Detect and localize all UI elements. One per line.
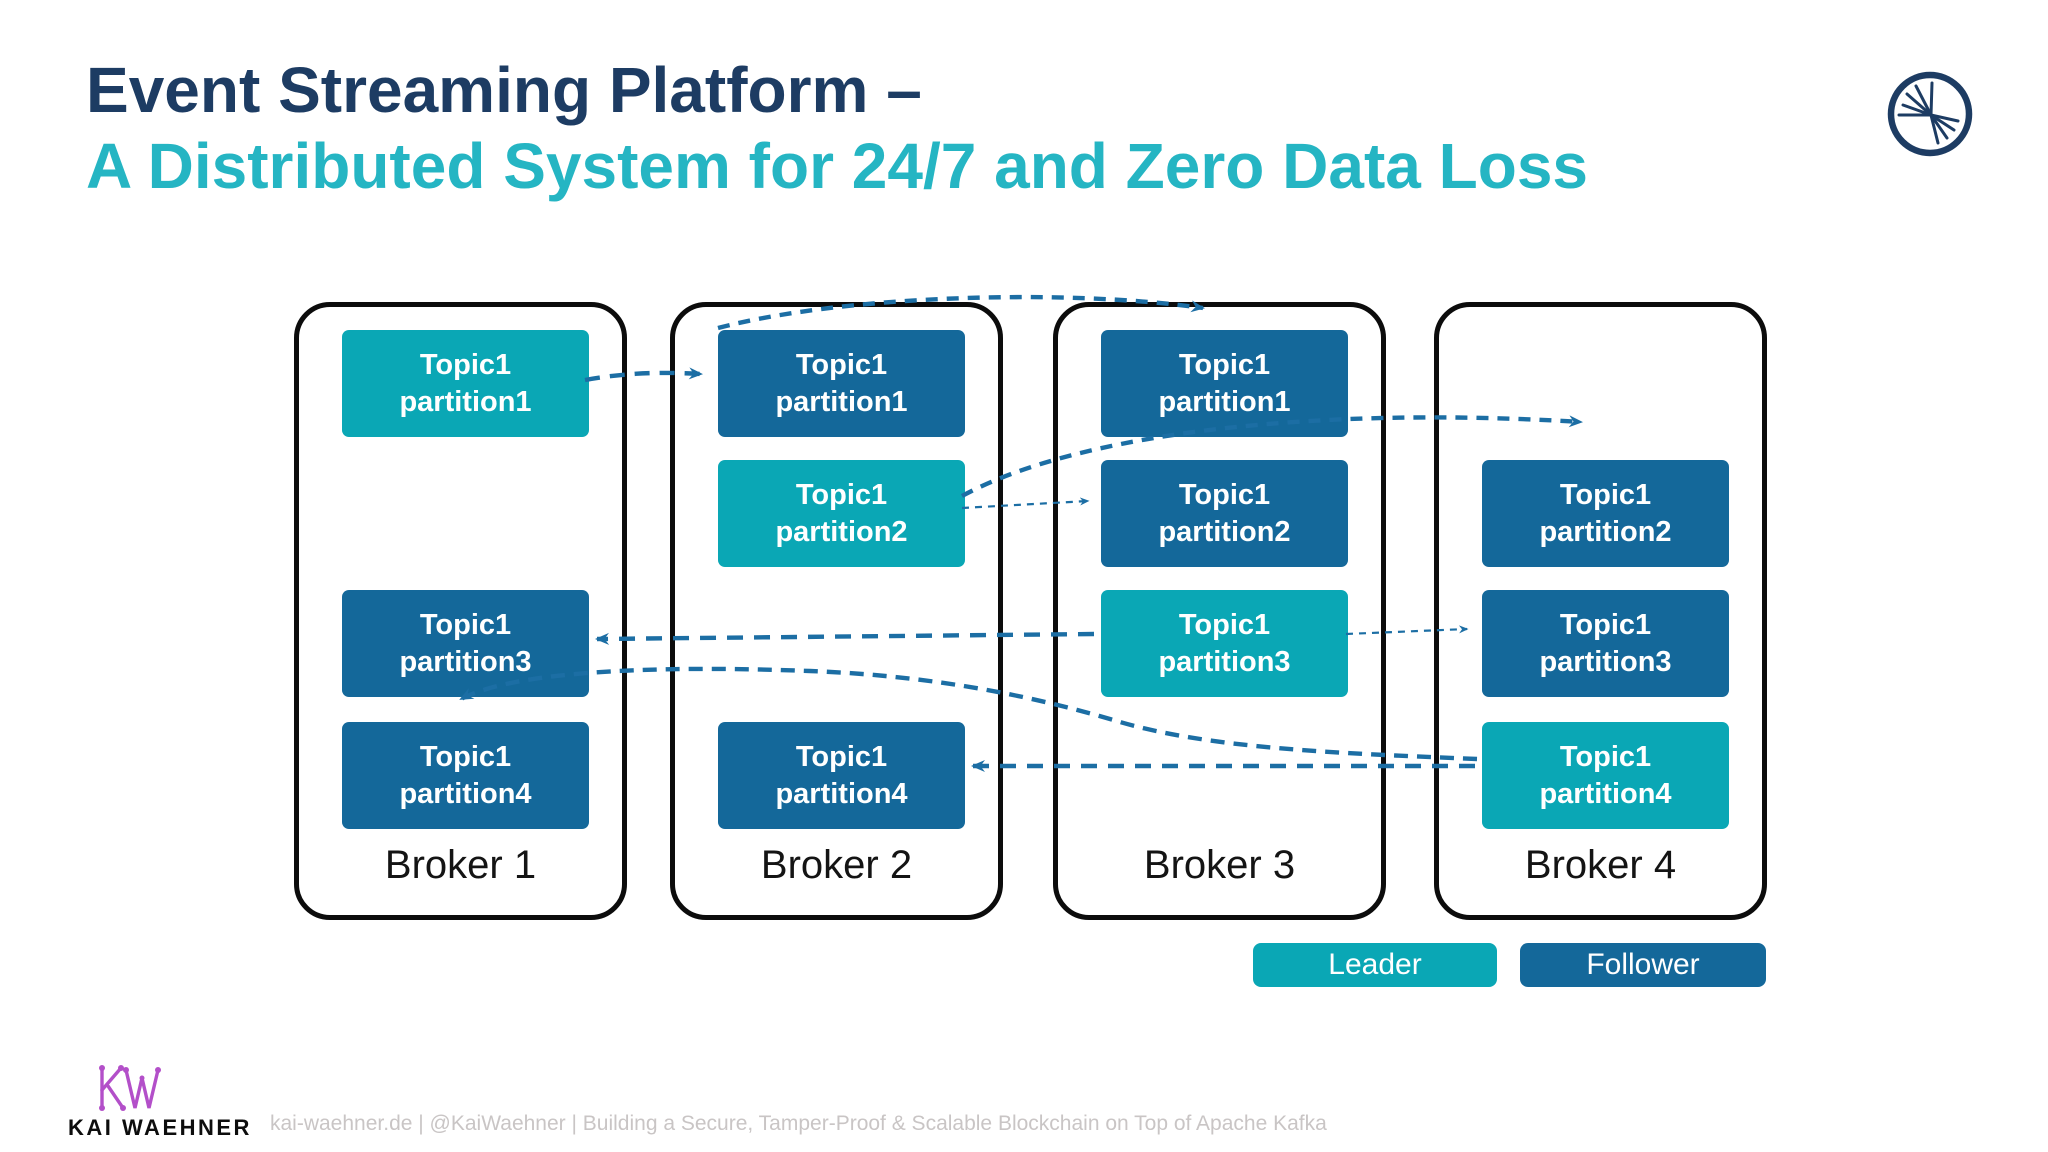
partition-number-label: partition3 [1158,645,1291,678]
broker-label-4: Broker 4 [1524,843,1677,887]
partition-topic1-partition1-follower: Topic1 partition1 [718,330,965,437]
partition-topic1-partition1-follower: Topic1 partition1 [1101,330,1348,437]
partition-topic1-partition2-leader: Topic1 partition2 [718,460,965,567]
partition-number-label: partition4 [775,777,908,810]
footer-tagline: kai-waehner.de | @KaiWaehner | Building … [270,1112,1327,1135]
partition-topic1-partition3-follower: Topic1 partition3 [342,590,589,697]
kai-waehner-logo-icon [99,1065,161,1111]
partition-topic-label: Topic1 [1178,348,1271,381]
partition-topic-label: Topic1 [419,740,512,773]
partition-topic-label: Topic1 [795,740,888,773]
partition-number-label: partition3 [1539,645,1672,678]
partition-topic-label: Topic1 [795,348,888,381]
partition-number-label: partition1 [1158,385,1291,418]
broker-label-3: Broker 3 [1143,843,1296,887]
partition-topic1-partition3-follower: Topic1 partition3 [1482,590,1729,697]
partition-topic-label: Topic1 [1559,608,1652,641]
partition-topic1-partition4-follower: Topic1 partition4 [718,722,965,829]
partition-number-label: partition3 [399,645,532,678]
partition-number-label: partition2 [775,515,908,548]
title-line-2: A Distributed System for 24/7 and Zero D… [86,130,1588,202]
partition-number-label: partition1 [399,385,532,418]
slide-title: Event Streaming Platform – A Distributed… [86,52,1588,204]
partition-topic1-partition4-follower: Topic1 partition4 [342,722,589,829]
partition-topic1-partition1-leader: Topic1 partition1 [342,330,589,437]
partition-number-label: partition4 [399,777,532,810]
partition-topic-label: Topic1 [1178,608,1271,641]
partition-number-label: partition2 [1539,515,1672,548]
partition-topic-label: Topic1 [419,608,512,641]
partition-topic1-partition2-follower: Topic1 partition2 [1482,460,1729,567]
partition-topic-label: Topic1 [1559,478,1652,511]
partition-topic-label: Topic1 [1559,740,1652,773]
partition-topic-label: Topic1 [795,478,888,511]
confluent-logo-icon [1887,71,1973,157]
broker-label-2: Broker 2 [760,843,913,887]
partition-topic1-partition4-leader: Topic1 partition4 [1482,722,1729,829]
partition-topic-label: Topic1 [1178,478,1271,511]
partition-topic1-partition3-leader: Topic1 partition3 [1101,590,1348,697]
title-line-1: Event Streaming Platform – [86,54,922,126]
partition-topic-label: Topic1 [419,348,512,381]
legend-leader: Leader [1253,943,1497,987]
partition-number-label: partition4 [1539,777,1672,810]
legend-follower: Follower [1520,943,1766,987]
brand-name: KAI WAEHNER [68,1115,252,1140]
partition-number-label: partition1 [775,385,908,418]
partition-number-label: partition2 [1158,515,1291,548]
broker-label-1: Broker 1 [384,843,537,887]
partition-topic1-partition2-follower: Topic1 partition2 [1101,460,1348,567]
